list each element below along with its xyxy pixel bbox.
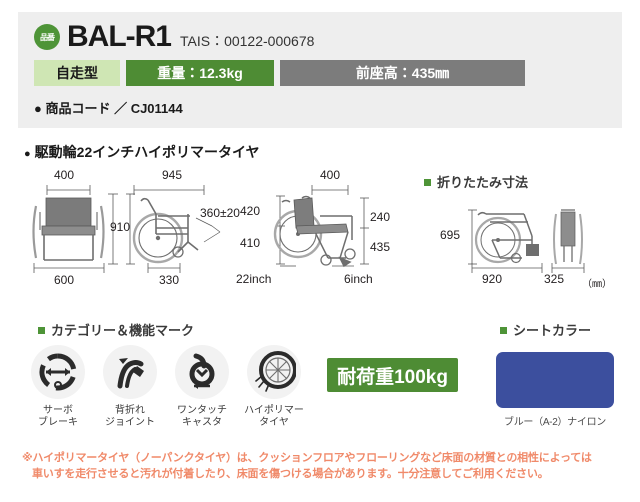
high-polymer-tire-icon (247, 345, 301, 399)
dim-armrest-height: 360±20 (200, 206, 240, 220)
header-panel: 品番 BAL-R1 TAIS：00122-000678 自走型 重量：12.3k… (18, 12, 622, 128)
dim-back-height: 420 (240, 204, 261, 218)
drawing-side-view: 945 360±20 330 (126, 168, 250, 290)
dim-front-bottom-width: 600 (54, 273, 75, 287)
function-marks-list: サーボ ブレーキ 背折れ ジョイント (26, 345, 306, 429)
drawing-front-view: 400 910 600 (20, 168, 131, 290)
side-view-graphic (126, 185, 221, 273)
dim-folded-height: 695 (440, 228, 461, 242)
model-row: 品番 BAL-R1 TAIS：00122-000678 (34, 22, 314, 52)
model-name: BAL-R1 (67, 20, 172, 53)
front-view-graphic (32, 185, 118, 273)
load-capacity-badge: 耐荷重100kg (327, 358, 458, 392)
folded-heading: 折りたたみ寸法 (424, 172, 528, 191)
seat-color-heading-label: シートカラー (513, 323, 592, 338)
detail-view-graphic (273, 185, 369, 268)
wheel-heading: ●駆動輪22インチハイポリマータイヤ (24, 142, 260, 162)
marks-heading-label: カテゴリー＆機能マーク (51, 323, 195, 338)
tais-code: TAIS：00122-000678 (180, 33, 315, 49)
servo-brake-icon (31, 345, 85, 399)
seat-color-label: ブルー（A-2）ナイロン (504, 417, 606, 428)
folded-view-graphic (468, 209, 585, 273)
square-bullet-icon (500, 327, 507, 334)
caution-note-line1: ※ハイポリマータイヤ（ノーパンクタイヤ）は、クッションフロアやフローリングなど床… (22, 452, 592, 464)
badge-drive-type: 自走型 (34, 60, 120, 86)
folded-heading-label: 折りたたみ寸法 (437, 175, 529, 190)
dim-wheel-base: 330 (159, 273, 180, 287)
spec-badge-row: 自走型 重量：12.3kg 前座高：435㎜ (34, 60, 525, 86)
dim-front-caster: 6inch (344, 272, 373, 286)
seat-color-block: ブルー（A-2）ナイロン (496, 352, 614, 428)
bullet-icon: ● (24, 148, 31, 160)
mark-high-polymer-tire: ハイポリマー タイヤ (242, 345, 306, 429)
badge-seat-height: 前座高：435㎜ (280, 60, 525, 86)
product-code: ● 商品コード ／ CJ01144 (34, 101, 183, 116)
seat-color-swatch (496, 352, 614, 408)
dim-folded-width: 325 (544, 272, 565, 286)
dim-front-height: 910 (110, 220, 131, 234)
drawing-detail-view: 400 420 410 240 435 22inch 6inch (236, 168, 404, 290)
drawing-folded-view: 695 920 325 （㎜） (440, 196, 620, 290)
square-bullet-icon (38, 327, 45, 334)
dim-wheel-height: 410 (240, 236, 261, 250)
mark-label: サーボ ブレーキ (38, 405, 78, 428)
back-folding-joint-icon (103, 345, 157, 399)
dim-seat-depth: 240 (370, 210, 391, 224)
dim-seat-width: 400 (320, 168, 341, 182)
dim-seat-height: 435 (370, 240, 391, 254)
mark-label: ハイポリマー タイヤ (244, 405, 304, 428)
caution-note-line2: 車いすを走行させると汚れが付着したり、床面を傷つける場合があります。十分注意して… (32, 468, 549, 480)
marks-heading: カテゴリー＆機能マーク (38, 320, 194, 339)
mark-back-folding-joint: 背折れ ジョイント (98, 345, 162, 429)
dim-rear-wheel: 22inch (236, 272, 272, 286)
mark-label: ワンタッチ キャスタ (177, 405, 227, 428)
one-touch-caster-icon (175, 345, 229, 399)
mark-label: 背折れ ジョイント (105, 405, 155, 428)
mark-one-touch-caster: ワンタッチ キャスタ (170, 345, 234, 429)
seat-color-heading: シートカラー (500, 320, 591, 339)
dim-side-length: 945 (162, 168, 183, 182)
dim-front-top-width: 400 (54, 168, 75, 182)
square-bullet-icon (424, 179, 431, 186)
wheel-heading-label: 駆動輪22インチハイポリマータイヤ (34, 144, 260, 160)
dim-folded-unit: （㎜） (582, 279, 612, 290)
badge-weight: 重量：12.3kg (126, 60, 274, 86)
mark-servo-brake: サーボ ブレーキ (26, 345, 90, 429)
hinban-badge-icon: 品番 (34, 24, 60, 50)
caution-note: ※ハイポリマータイヤ（ノーパンクタイヤ）は、クッションフロアやフローリングなど床… (22, 450, 622, 482)
dim-folded-length: 920 (482, 272, 503, 286)
